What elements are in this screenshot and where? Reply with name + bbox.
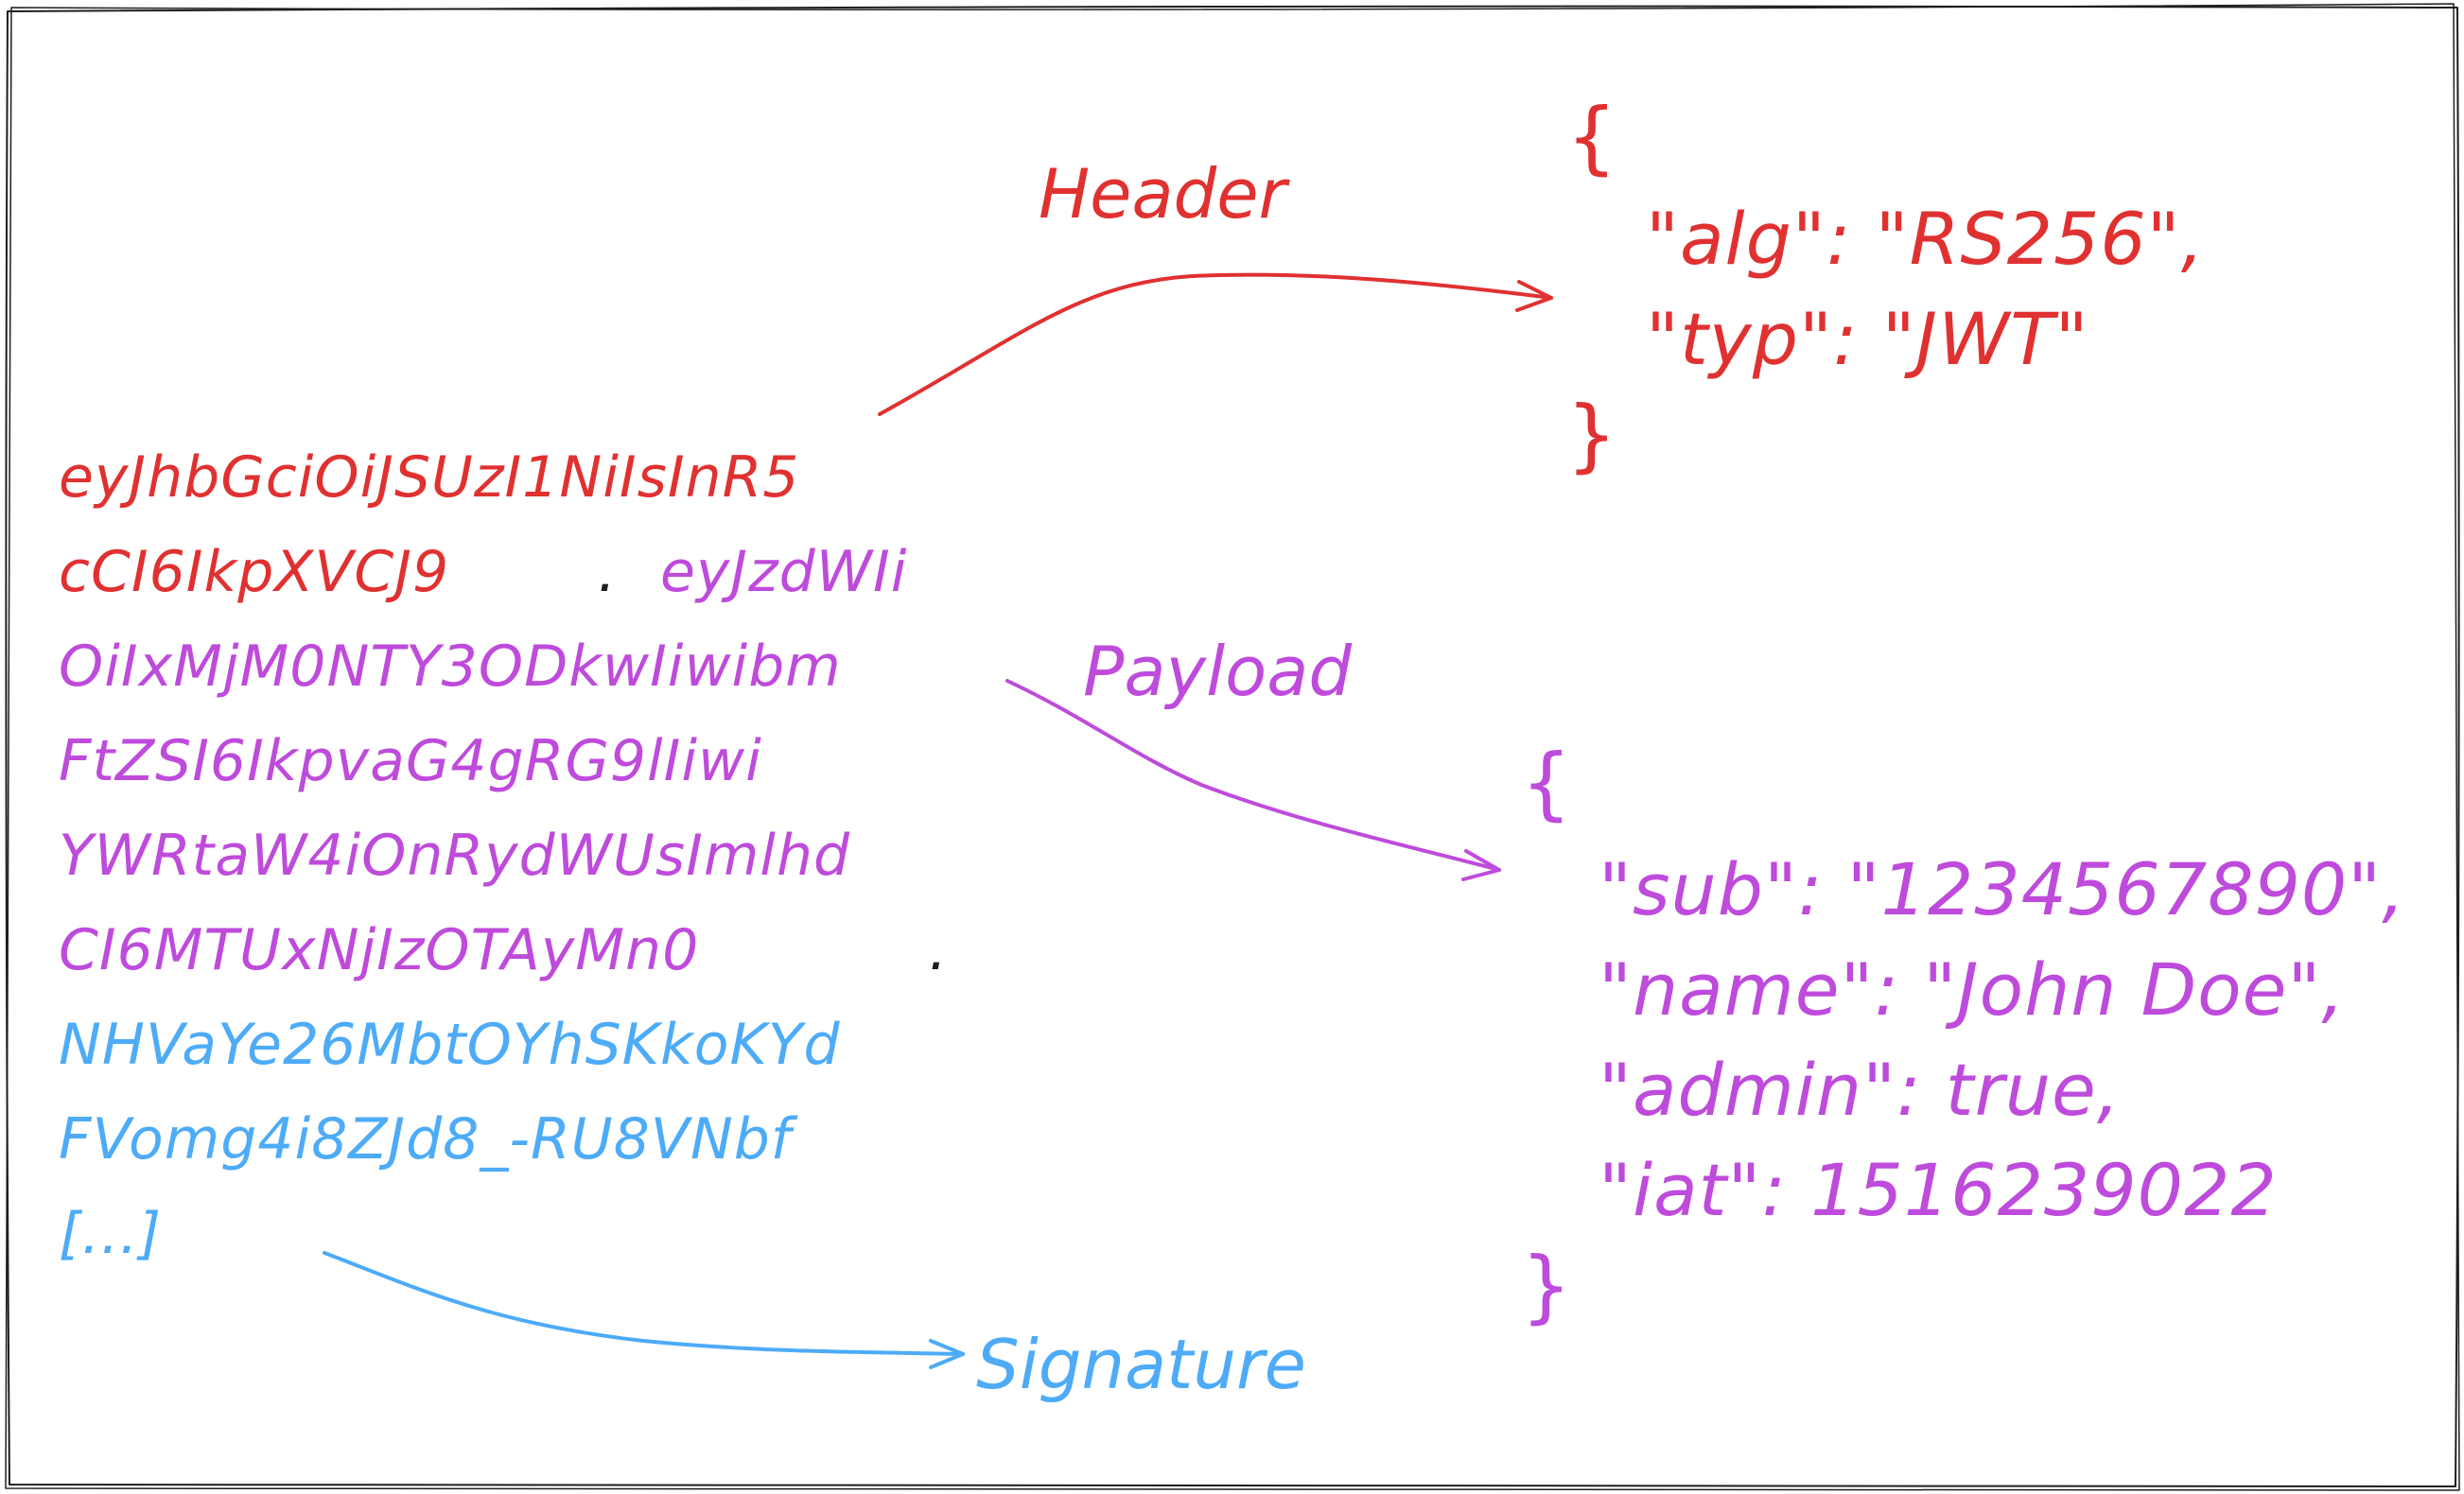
header-json-line-1: "alg": "RS256",: [1646, 197, 2205, 281]
signature-arrowhead: [929, 1339, 965, 1369]
token-header-line-2: cCI6IkpXVCJ9: [59, 539, 450, 605]
token-separator-2: .: [929, 917, 949, 983]
header-arrow: [878, 272, 1553, 416]
header-json-line-2: "typ": "JWT": [1646, 297, 2089, 381]
payload-json-line-4: "iat": 1516239022: [1599, 1148, 2278, 1232]
payload-label: Payload: [1083, 632, 1353, 711]
token-payload-line-start: eyJzdWIi: [660, 539, 908, 605]
signature-arrow: [323, 1251, 965, 1356]
token-payload-line-2: FtZSI6IkpvaG4gRG9lIiwi: [59, 728, 762, 794]
token-signature-line-1: NHVaYe26MbtOYhSKkoKYd: [59, 1012, 841, 1078]
payload-arrowhead: [1461, 849, 1501, 881]
token-payload-line-3: YWRtaW4iOnRydWUsImlhd: [59, 823, 851, 889]
token-separator-1: .: [598, 539, 618, 605]
payload-json-line-1: "sub": "1234567890",: [1599, 847, 2406, 931]
token-signature-line-3: [...]: [59, 1201, 163, 1267]
header-json-open-brace: {: [1566, 91, 1617, 183]
header-arrowhead: [1515, 280, 1553, 312]
signature-label: Signature: [976, 1325, 1306, 1404]
payload-arrow: [1005, 679, 1501, 872]
payload-json-open-brace: {: [1521, 737, 1572, 829]
header-json-close-brace: }: [1566, 389, 1617, 481]
token-payload-line-4: CI6MTUxNjIzOTAyMn0: [59, 917, 700, 983]
payload-json-close-brace: }: [1521, 1240, 1572, 1332]
token-payload-line-1: OiIxMjM0NTY3ODkwIiwibm: [59, 634, 842, 700]
payload-json-line-3: "admin": true,: [1599, 1048, 2121, 1132]
header-label: Header: [1039, 154, 1287, 234]
payload-json-line-2: "name": "John Doe",: [1599, 947, 2346, 1032]
token-header-line-1: eyJhbGciOiJSUzI1NiIsInR5: [59, 444, 800, 511]
token-signature-line-2: FVomg4i8ZJd8_-RU8VNbf: [59, 1106, 792, 1173]
